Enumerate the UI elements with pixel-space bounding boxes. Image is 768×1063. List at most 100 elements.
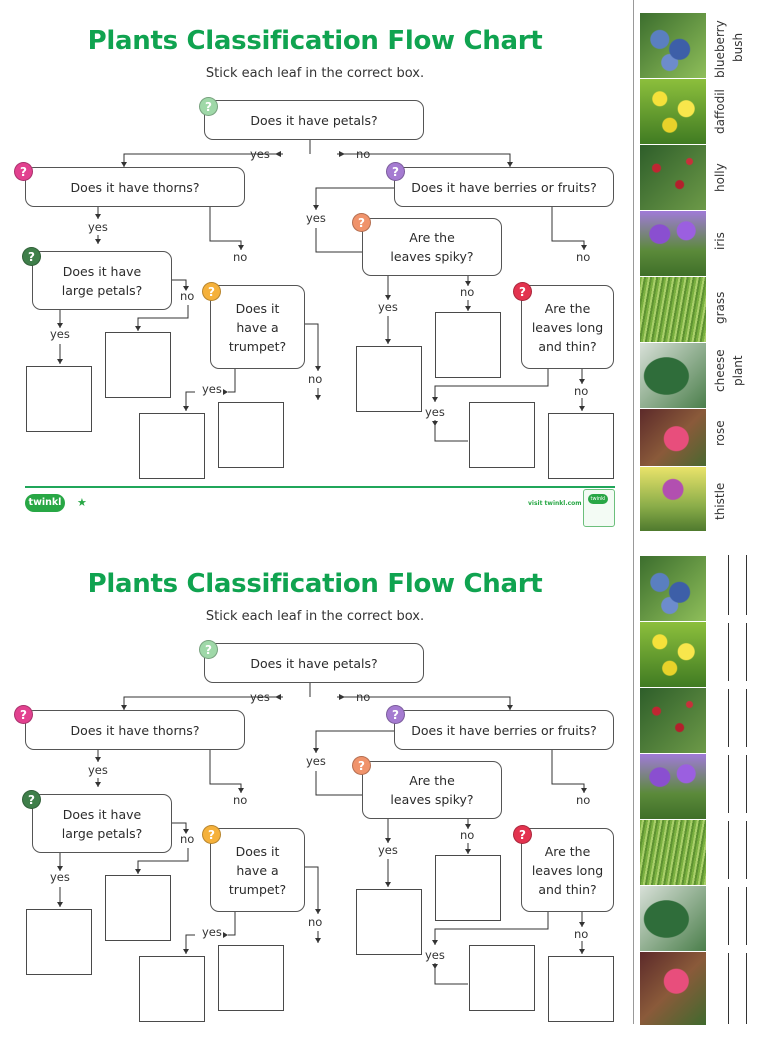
- question-spiky: Are the leaves spiky?: [362, 218, 502, 276]
- question-badge-icon: ?: [14, 705, 33, 724]
- answer-no: no: [233, 793, 248, 807]
- question-long-thin: Are the leaves long and thin?: [521, 285, 614, 369]
- answer-yes: yes: [202, 925, 222, 939]
- worksheet-top: Plants Classification Flow Chart Stick e…: [0, 0, 630, 527]
- photo-holly: [640, 687, 706, 754]
- label-write-line: [728, 755, 729, 813]
- plant-label: iris: [713, 232, 727, 250]
- photo-thistle: [640, 466, 706, 531]
- photo-grass: [640, 276, 706, 343]
- answer-box[interactable]: [469, 402, 535, 468]
- page-title: Plants Classification Flow Chart: [87, 569, 543, 599]
- twinkl-logo: twinkl: [25, 494, 65, 512]
- plant-label: grass: [713, 291, 727, 324]
- answer-box[interactable]: [548, 413, 614, 479]
- answer-box[interactable]: [139, 413, 205, 479]
- question-badge-icon: ?: [199, 97, 218, 116]
- label-write-line: [728, 555, 729, 615]
- answer-box[interactable]: [435, 312, 501, 378]
- answer-no: no: [356, 690, 371, 704]
- answer-no: no: [356, 147, 371, 161]
- label-write-line: [746, 689, 747, 747]
- photo-holly: [640, 144, 706, 211]
- question-badge-icon: ?: [386, 162, 405, 181]
- flow-connectors: [57, 139, 587, 442]
- answer-yes: yes: [425, 405, 445, 419]
- question-badge-icon: ?: [352, 756, 371, 775]
- label-write-line: [746, 555, 747, 615]
- photo-cheese-plant: [640, 885, 706, 952]
- photo-grass: [640, 819, 706, 886]
- label-write-line: [746, 821, 747, 879]
- answer-yes: yes: [250, 690, 270, 704]
- question-badge-icon: ?: [22, 247, 41, 266]
- question-petals: Does it have petals?: [204, 100, 424, 140]
- answer-yes: yes: [50, 870, 70, 884]
- question-berries: Does it have berries or fruits?: [394, 710, 614, 750]
- photo-blueberry-bush: [640, 12, 706, 79]
- visit-link[interactable]: visit twinkl.com: [528, 500, 582, 507]
- answer-box[interactable]: [105, 332, 171, 398]
- label-write-line: [746, 755, 747, 813]
- plant-label: cheese: [713, 349, 727, 392]
- answer-box[interactable]: [105, 875, 171, 941]
- question-badge-icon: ?: [513, 282, 532, 301]
- answer-yes: yes: [306, 754, 326, 768]
- plant-label: blueberry: [713, 20, 727, 78]
- answer-no: no: [576, 793, 591, 807]
- photo-cheese-plant: [640, 342, 706, 409]
- page-title: Plants Classification Flow Chart: [87, 26, 543, 56]
- page-subtitle: Stick each leaf in the correct box.: [205, 609, 425, 624]
- answer-box[interactable]: [356, 346, 422, 412]
- answer-no: no: [233, 250, 248, 264]
- answer-yes: yes: [425, 948, 445, 962]
- answer-yes: yes: [202, 382, 222, 396]
- photo-iris: [640, 753, 706, 820]
- question-trumpet: Does it have a trumpet?: [210, 285, 305, 369]
- photo-blueberry-bush: [640, 555, 706, 622]
- answer-box[interactable]: [435, 855, 501, 921]
- question-thorns: Does it have thorns?: [25, 167, 245, 207]
- question-badge-icon: ?: [202, 825, 221, 844]
- flow-connectors: [57, 682, 587, 985]
- question-large-petals: Does it have large petals?: [32, 251, 172, 310]
- question-thorns: Does it have thorns?: [25, 710, 245, 750]
- page-subtitle: Stick each leaf in the correct box.: [205, 66, 425, 81]
- photo-rose: [640, 951, 706, 1025]
- answer-no: no: [308, 372, 323, 386]
- worksheet-bottom: Plants Classification Flow Chart Stick e…: [0, 543, 630, 1063]
- label-write-line: [728, 689, 729, 747]
- answer-box[interactable]: [218, 402, 284, 468]
- question-badge-icon: ?: [199, 640, 218, 659]
- question-badge-icon: ?: [202, 282, 221, 301]
- answer-yes: yes: [50, 327, 70, 341]
- seal-logo: twinkl: [588, 494, 608, 504]
- answer-box[interactable]: [469, 945, 535, 1011]
- question-berries: Does it have berries or fruits?: [394, 167, 614, 207]
- question-trumpet: Does it have a trumpet?: [210, 828, 305, 912]
- question-badge-icon: ?: [386, 705, 405, 724]
- answer-box[interactable]: [139, 956, 205, 1022]
- answer-no: no: [308, 915, 323, 929]
- answer-box[interactable]: [548, 956, 614, 1022]
- label-write-line: [728, 887, 729, 945]
- footer-divider: [25, 486, 615, 488]
- answer-box[interactable]: [218, 945, 284, 1011]
- question-badge-icon: ?: [352, 213, 371, 232]
- answer-box[interactable]: [26, 366, 92, 432]
- question-long-thin: Are the leaves long and thin?: [521, 828, 614, 912]
- answer-yes: yes: [88, 220, 108, 234]
- answer-no: no: [180, 832, 195, 846]
- answer-box[interactable]: [356, 889, 422, 955]
- photo-iris: [640, 210, 706, 277]
- question-petals: Does it have petals?: [204, 643, 424, 683]
- answer-box[interactable]: [26, 909, 92, 975]
- answer-yes: yes: [250, 147, 270, 161]
- plant-label: thistle: [713, 482, 727, 520]
- photo-daffodil: [640, 78, 706, 145]
- cut-line: [633, 0, 634, 1024]
- answer-no: no: [460, 828, 475, 842]
- question-badge-icon: ?: [14, 162, 33, 181]
- label-write-line: [728, 821, 729, 879]
- star-icon: ★: [77, 496, 87, 509]
